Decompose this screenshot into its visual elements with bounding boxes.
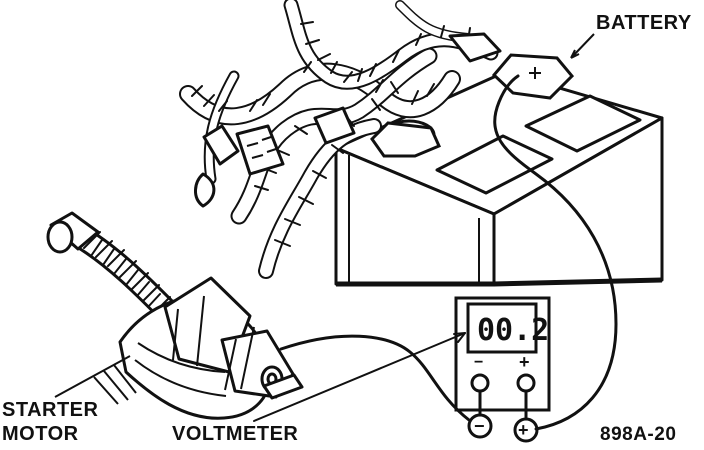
battery-terminals <box>370 33 595 158</box>
test-leads <box>253 74 618 431</box>
voltmeter: 00.2 − + − + <box>454 296 551 443</box>
figure-id: 898A-20 <box>600 424 677 445</box>
voltmeter-label: VOLTMETER <box>172 423 299 445</box>
voltmeter-reading: 00.2 <box>477 313 549 348</box>
battery <box>334 70 664 287</box>
battery-seam <box>348 155 480 284</box>
positive-lead-symbol: + <box>518 420 529 440</box>
starter-shading-left <box>93 364 137 405</box>
voltmeter-label-arrowhead <box>453 332 466 343</box>
battery-label: BATTERY <box>596 12 692 34</box>
battery-vent-cap-left <box>435 134 554 195</box>
voltmeter-negative-jack <box>470 373 490 393</box>
negative-lead-symbol: − <box>474 416 485 436</box>
voltmeter-label-pointer <box>253 332 466 422</box>
harness-connectors <box>194 32 502 208</box>
starter-motor-lines <box>134 295 255 397</box>
voltmeter-positive-label: + <box>519 352 530 372</box>
starter-bolt <box>262 373 304 400</box>
voltmeter-display-window <box>466 302 538 354</box>
battery-positive-sign <box>529 67 541 79</box>
battery-negative-clamp <box>370 121 441 158</box>
starter-cable-end-tip <box>46 220 74 254</box>
starter-motor-label: STARTER MOTOR <box>2 398 98 446</box>
starter-motor-label-line-1: STARTER <box>2 399 99 421</box>
starter-pointer-line <box>54 355 131 398</box>
battery-bottom-shadow <box>336 277 663 287</box>
starter-motor <box>46 211 304 420</box>
positive-test-lead <box>493 74 618 431</box>
starter-motor-label-line-2: MOTOR <box>2 423 79 445</box>
battery-positive-clamp <box>491 53 575 100</box>
battery-label-pointer <box>570 33 595 59</box>
negative-test-lead <box>279 334 471 422</box>
voltmeter-positive-jack <box>516 373 536 393</box>
battery-vent-cap-right <box>524 94 642 153</box>
negative-lead-clip <box>467 413 493 439</box>
voltmeter-negative-label: − <box>474 354 483 371</box>
